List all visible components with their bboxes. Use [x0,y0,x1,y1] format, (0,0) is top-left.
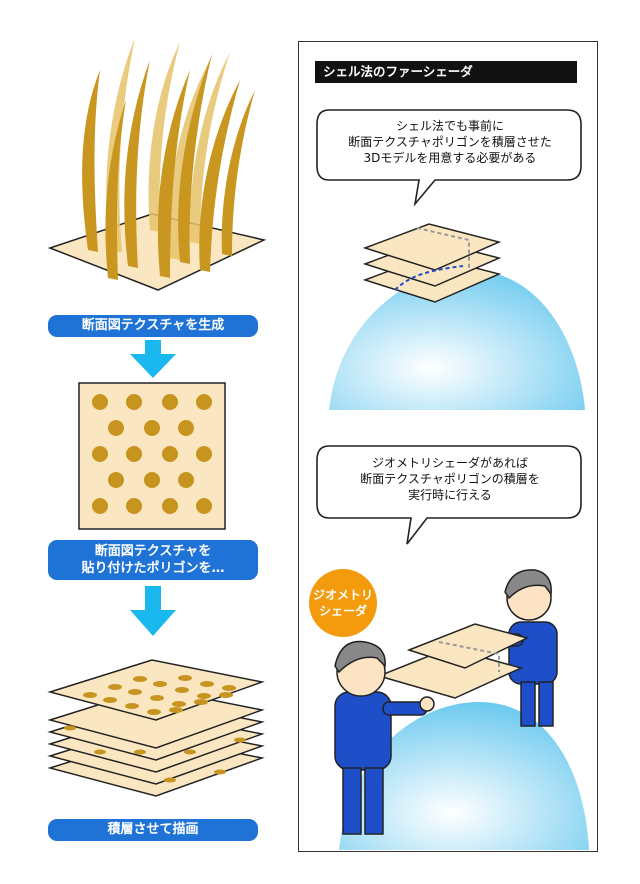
shell-method-panel: シェル法のファーシェーダ シェル法でも事前に 断面テクスチャポリゴンを積層させた… [298,41,598,852]
step1-label-text: 断面図テクスチャを生成 [81,318,225,333]
step2-label-line1: 断面図テクスチャを [94,544,212,559]
bubble1-text: シェル法でも事前に 断面テクスチャポリゴンを積層させた 3Dモデルを用意する必要… [317,118,583,166]
bubble2-line2: 断面テクスチャポリゴンの積層を [360,472,540,486]
stacked-layers-illustration [47,659,265,797]
geometry-shader-badge: ジオメトリ シェーダ [309,569,377,637]
step1-label: 断面図テクスチャを生成 [48,315,258,337]
step2-label-line2: 貼り付けたポリゴンを… [81,561,225,576]
dome-with-workers [334,569,589,850]
worker-left [334,640,435,835]
badge-line1: ジオメトリ [312,588,373,602]
bubble2-text: ジオメトリシェーダがあれば 断面テクスチャポリゴンの積層を 実行時に行える [317,455,583,503]
bubble1-line3: 3Dモデルを用意する必要がある [363,151,537,165]
step3-label-text: 積層させて描画 [107,822,199,837]
badge-line2: シェーダ [318,604,367,618]
bubble1-line2: 断面テクスチャポリゴンを積層させた [348,135,552,149]
dome-with-shell-layers [329,223,585,410]
down-arrow-icon [130,586,176,636]
bubble2-line1: ジオメトリシェーダがあれば [371,456,528,470]
speech-bubble-1 [316,109,582,207]
down-arrow-icon [130,340,176,378]
step3-label: 積層させて描画 [48,819,258,841]
bubble2-line3: 実行時に行える [408,488,492,502]
cross-section-texture [78,382,226,530]
speech-bubble-2 [316,445,582,545]
bubble1-line1: シェル法でも事前に [395,119,504,133]
step2-label: 断面図テクスチャを 貼り付けたポリゴンを… [48,540,258,580]
fur-strands-illustration [47,38,267,291]
panel-title: シェル法のファーシェーダ [315,61,577,83]
